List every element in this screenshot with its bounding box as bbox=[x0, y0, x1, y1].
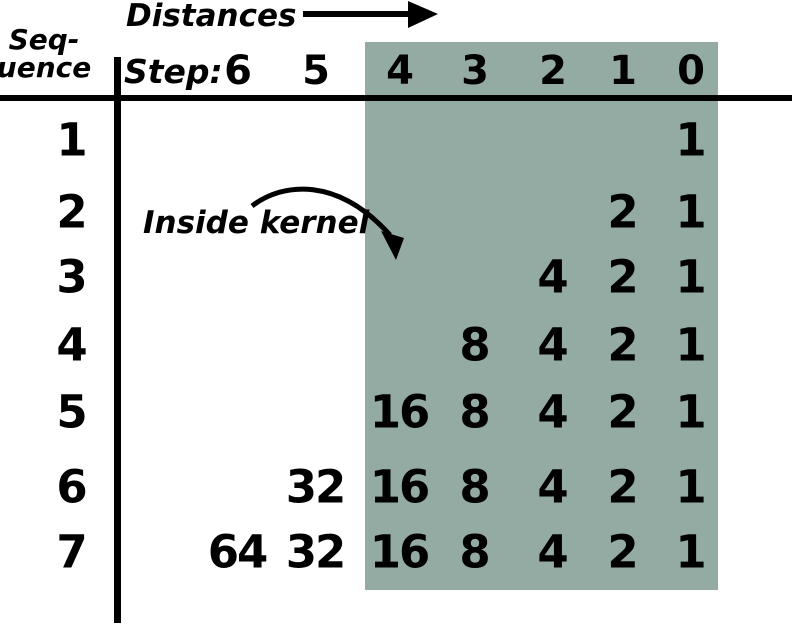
kernel-highlight-region bbox=[365, 42, 718, 590]
column-header-step-3: 3 bbox=[461, 48, 489, 94]
matrix-cell: 2 bbox=[607, 185, 638, 239]
matrix-cell: 2 bbox=[607, 250, 638, 304]
matrix-cell: 4 bbox=[537, 460, 568, 514]
matrix-cell: 1 bbox=[675, 318, 706, 372]
matrix-cell: 1 bbox=[675, 525, 706, 579]
row-label-sequence-5: 5 bbox=[56, 385, 87, 439]
sequence-axis-label-line1: Seq- bbox=[8, 23, 80, 56]
sequence-axis-label-line2: uence bbox=[0, 51, 92, 84]
axis-divider-line bbox=[114, 57, 121, 623]
matrix-cell: 1 bbox=[675, 385, 706, 439]
row-label-sequence-2: 2 bbox=[56, 185, 87, 239]
matrix-cell: 1 bbox=[675, 460, 706, 514]
matrix-cell: 1 bbox=[675, 113, 706, 167]
matrix-cell: 8 bbox=[459, 525, 490, 579]
column-header-step-6: 6 bbox=[224, 48, 252, 94]
header-divider-line bbox=[0, 95, 792, 101]
column-header-step-4: 4 bbox=[386, 48, 414, 94]
matrix-cell: 2 bbox=[607, 385, 638, 439]
matrix-cell: 16 bbox=[369, 385, 431, 439]
matrix-cell: 64 bbox=[207, 525, 269, 579]
row-label-sequence-1: 1 bbox=[56, 113, 87, 167]
step-header-label: Step: bbox=[124, 52, 223, 91]
matrix-cell: 1 bbox=[675, 185, 706, 239]
column-header-step-2: 2 bbox=[539, 48, 567, 94]
matrix-cell: 2 bbox=[607, 525, 638, 579]
matrix-cell: 8 bbox=[459, 460, 490, 514]
matrix-cell: 2 bbox=[607, 460, 638, 514]
matrix-cell: 8 bbox=[459, 318, 490, 372]
row-label-sequence-4: 4 bbox=[56, 318, 87, 372]
distances-title: Distances bbox=[126, 0, 297, 34]
inside-kernel-annotation: Inside kernel bbox=[143, 205, 370, 241]
row-label-sequence-3: 3 bbox=[56, 250, 87, 304]
matrix-cell: 16 bbox=[369, 525, 431, 579]
column-header-step-1: 1 bbox=[609, 48, 637, 94]
matrix-cell: 16 bbox=[369, 460, 431, 514]
matrix-cell: 1 bbox=[675, 250, 706, 304]
matrix-cell: 32 bbox=[285, 525, 347, 579]
column-header-step-5: 5 bbox=[302, 48, 330, 94]
matrix-cell: 4 bbox=[537, 385, 568, 439]
matrix-cell: 4 bbox=[537, 250, 568, 304]
matrix-cell: 4 bbox=[537, 525, 568, 579]
row-label-sequence-6: 6 bbox=[56, 460, 87, 514]
column-header-step-0: 0 bbox=[677, 48, 705, 94]
matrix-cell: 2 bbox=[607, 318, 638, 372]
matrix-cell: 32 bbox=[285, 460, 347, 514]
matrix-cell: 4 bbox=[537, 318, 568, 372]
sequence-axis-label: Seq- uence bbox=[0, 26, 94, 82]
distances-arrow-icon bbox=[303, 1, 438, 28]
matrix-cell: 8 bbox=[459, 385, 490, 439]
row-label-sequence-7: 7 bbox=[56, 525, 87, 579]
